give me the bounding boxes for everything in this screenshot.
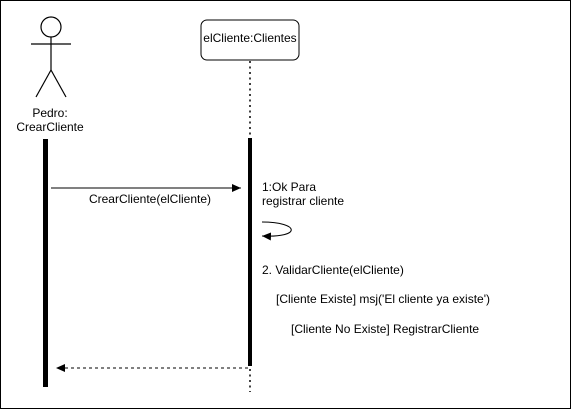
self-call-arrow [261, 221, 292, 241]
self-call-label-line1: 1:Ok Para [262, 180, 317, 194]
actor-label-line2: CrearCliente [16, 120, 84, 134]
condition-label-no-existe: [Cliente No Existe] RegistrarCliente [291, 322, 480, 336]
actor-stick-figure-icon [31, 16, 71, 98]
actor-label: Pedro: CrearCliente [0, 106, 100, 134]
actor-activation-bar [43, 139, 48, 387]
object-box [200, 19, 300, 61]
object-activation-bar [248, 138, 252, 366]
message-label-validar-cliente: 2. ValidarCliente(elCliente) [262, 263, 404, 277]
object-label: elCliente:Clientes [203, 31, 297, 45]
message-label-crear-cliente: CrearCliente(elCliente) [88, 192, 212, 206]
self-call-label-line2: registrar cliente [262, 194, 345, 208]
condition-label-existe: [Cliente Existe] msj('El cliente ya exis… [276, 292, 490, 306]
actor-label-line1: Pedro: [32, 106, 68, 120]
